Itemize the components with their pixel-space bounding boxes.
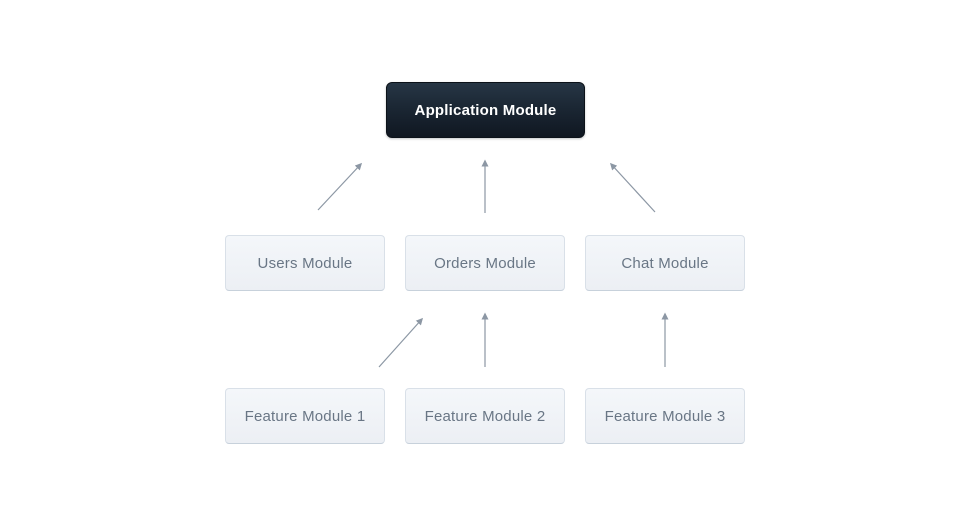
node-orders-module-label: Orders Module (434, 254, 536, 272)
node-application-module: Application Module (386, 82, 585, 138)
node-application-module-label: Application Module (414, 101, 557, 119)
node-feature-module-2: Feature Module 2 (405, 388, 565, 444)
node-feature-module-1: Feature Module 1 (225, 388, 385, 444)
node-users-module: Users Module (225, 235, 385, 291)
node-feature-module-2-label: Feature Module 2 (424, 407, 546, 425)
node-feature-module-1-label: Feature Module 1 (244, 407, 366, 425)
node-chat-module: Chat Module (585, 235, 745, 291)
node-feature-module-3-label: Feature Module 3 (604, 407, 726, 425)
edge-users-to-application-arrow (317, 162, 363, 211)
node-chat-module-label: Chat Module (621, 254, 709, 272)
edge-feature1-to-orders-arrow (378, 317, 424, 368)
node-users-module-label: Users Module (257, 254, 353, 272)
node-feature-module-3: Feature Module 3 (585, 388, 745, 444)
node-orders-module: Orders Module (405, 235, 565, 291)
edge-chat-to-application-arrow (609, 162, 656, 213)
